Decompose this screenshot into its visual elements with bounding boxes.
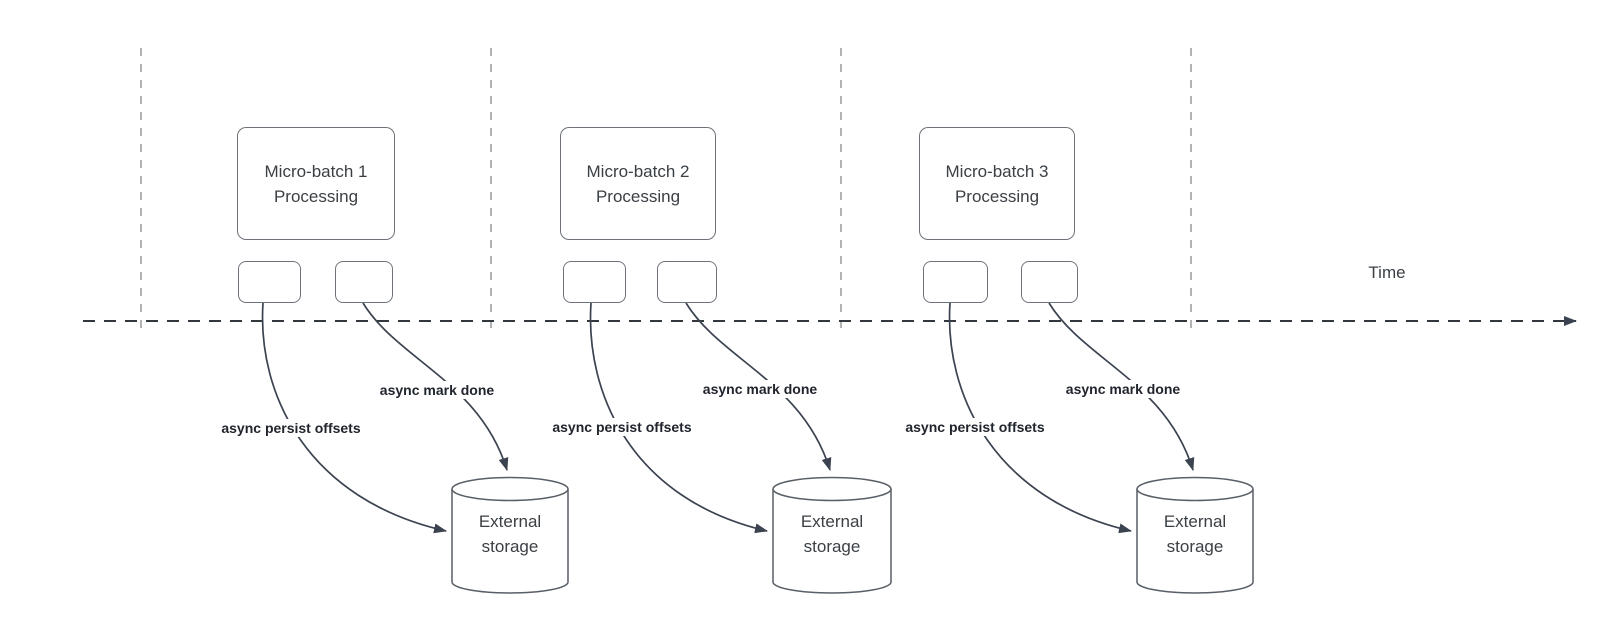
persist-offsets-arrow-3 xyxy=(948,302,1132,534)
mark-done-task-box-3 xyxy=(1021,261,1078,303)
micro-batch-3-processing-box: Micro-batch 3 Processing xyxy=(919,127,1075,240)
persist-task-box-1 xyxy=(238,261,301,303)
persist-offsets-label-2: async persist offsets xyxy=(548,418,696,436)
external-storage-cylinder-2 xyxy=(772,476,892,594)
mark-done-label-3: async mark done xyxy=(1061,380,1185,398)
persist-offsets-label-1: async persist offsets xyxy=(217,419,365,437)
mark-done-arrow-2 xyxy=(685,302,832,471)
micro-batch-1-processing-box: Micro-batch 1 Processing xyxy=(237,127,395,240)
external-storage-label-1: External storage xyxy=(478,512,542,556)
external-storage-label-2: External storage xyxy=(800,512,864,556)
mark-done-task-box-1 xyxy=(335,261,393,303)
external-storage-cylinder-3 xyxy=(1136,476,1254,594)
mark-done-label-1: async mark done xyxy=(375,381,499,399)
persist-task-box-2 xyxy=(563,261,626,303)
mark-done-arrow-3 xyxy=(1048,302,1195,471)
persist-task-box-3 xyxy=(923,261,988,303)
mark-done-task-box-2 xyxy=(657,261,717,303)
mark-done-label-2: async mark done xyxy=(698,380,822,398)
micro-batch-2-processing-box: Micro-batch 2 Processing xyxy=(560,127,716,240)
persist-offsets-arrow-2 xyxy=(589,302,768,534)
time-axis-label: Time xyxy=(1368,263,1406,282)
persist-offsets-label-3: async persist offsets xyxy=(901,418,1049,436)
mark-done-arrow-1 xyxy=(362,302,509,471)
persist-offsets-arrow-1 xyxy=(261,302,447,534)
external-storage-label-3: External storage xyxy=(1163,512,1227,556)
external-storage-cylinder-1 xyxy=(451,476,569,594)
